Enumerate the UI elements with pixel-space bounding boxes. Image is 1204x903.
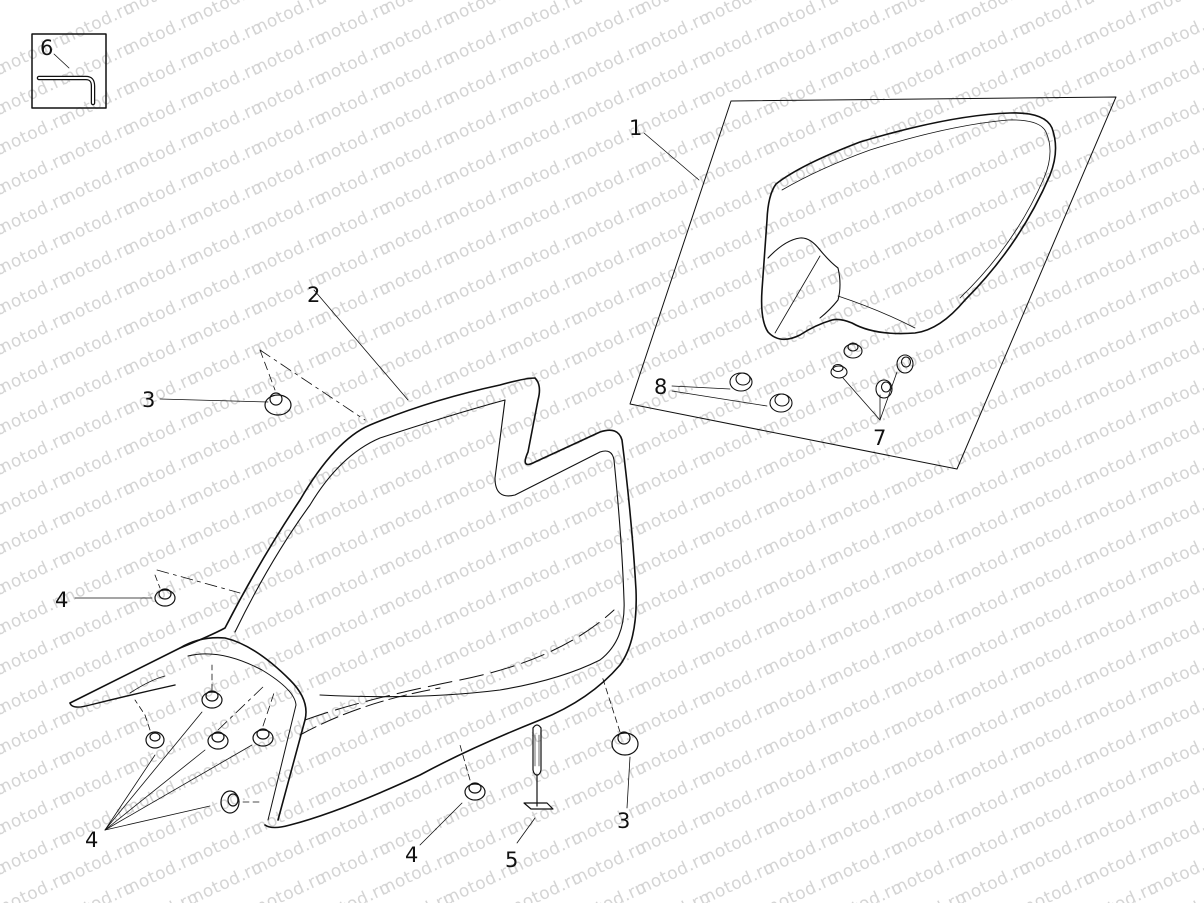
hex-key-inset	[31, 33, 107, 109]
callout-3-right: 3	[617, 809, 631, 833]
callout-8: 8	[654, 375, 668, 399]
callout-7: 7	[873, 426, 887, 450]
callout-4-lower: 4	[405, 843, 419, 867]
callout-4-upper: 4	[55, 588, 69, 612]
passenger-seat-group	[629, 96, 1117, 470]
seat-strap	[523, 724, 554, 810]
callout-4-group: 4	[85, 828, 99, 852]
callout-1: 1	[629, 116, 643, 140]
callout-5: 5	[505, 848, 519, 872]
callout-2: 2	[307, 283, 321, 307]
callout-6: 6	[40, 36, 54, 60]
callout-3-left: 3	[142, 388, 156, 412]
rider-seat-group	[69, 289, 637, 829]
